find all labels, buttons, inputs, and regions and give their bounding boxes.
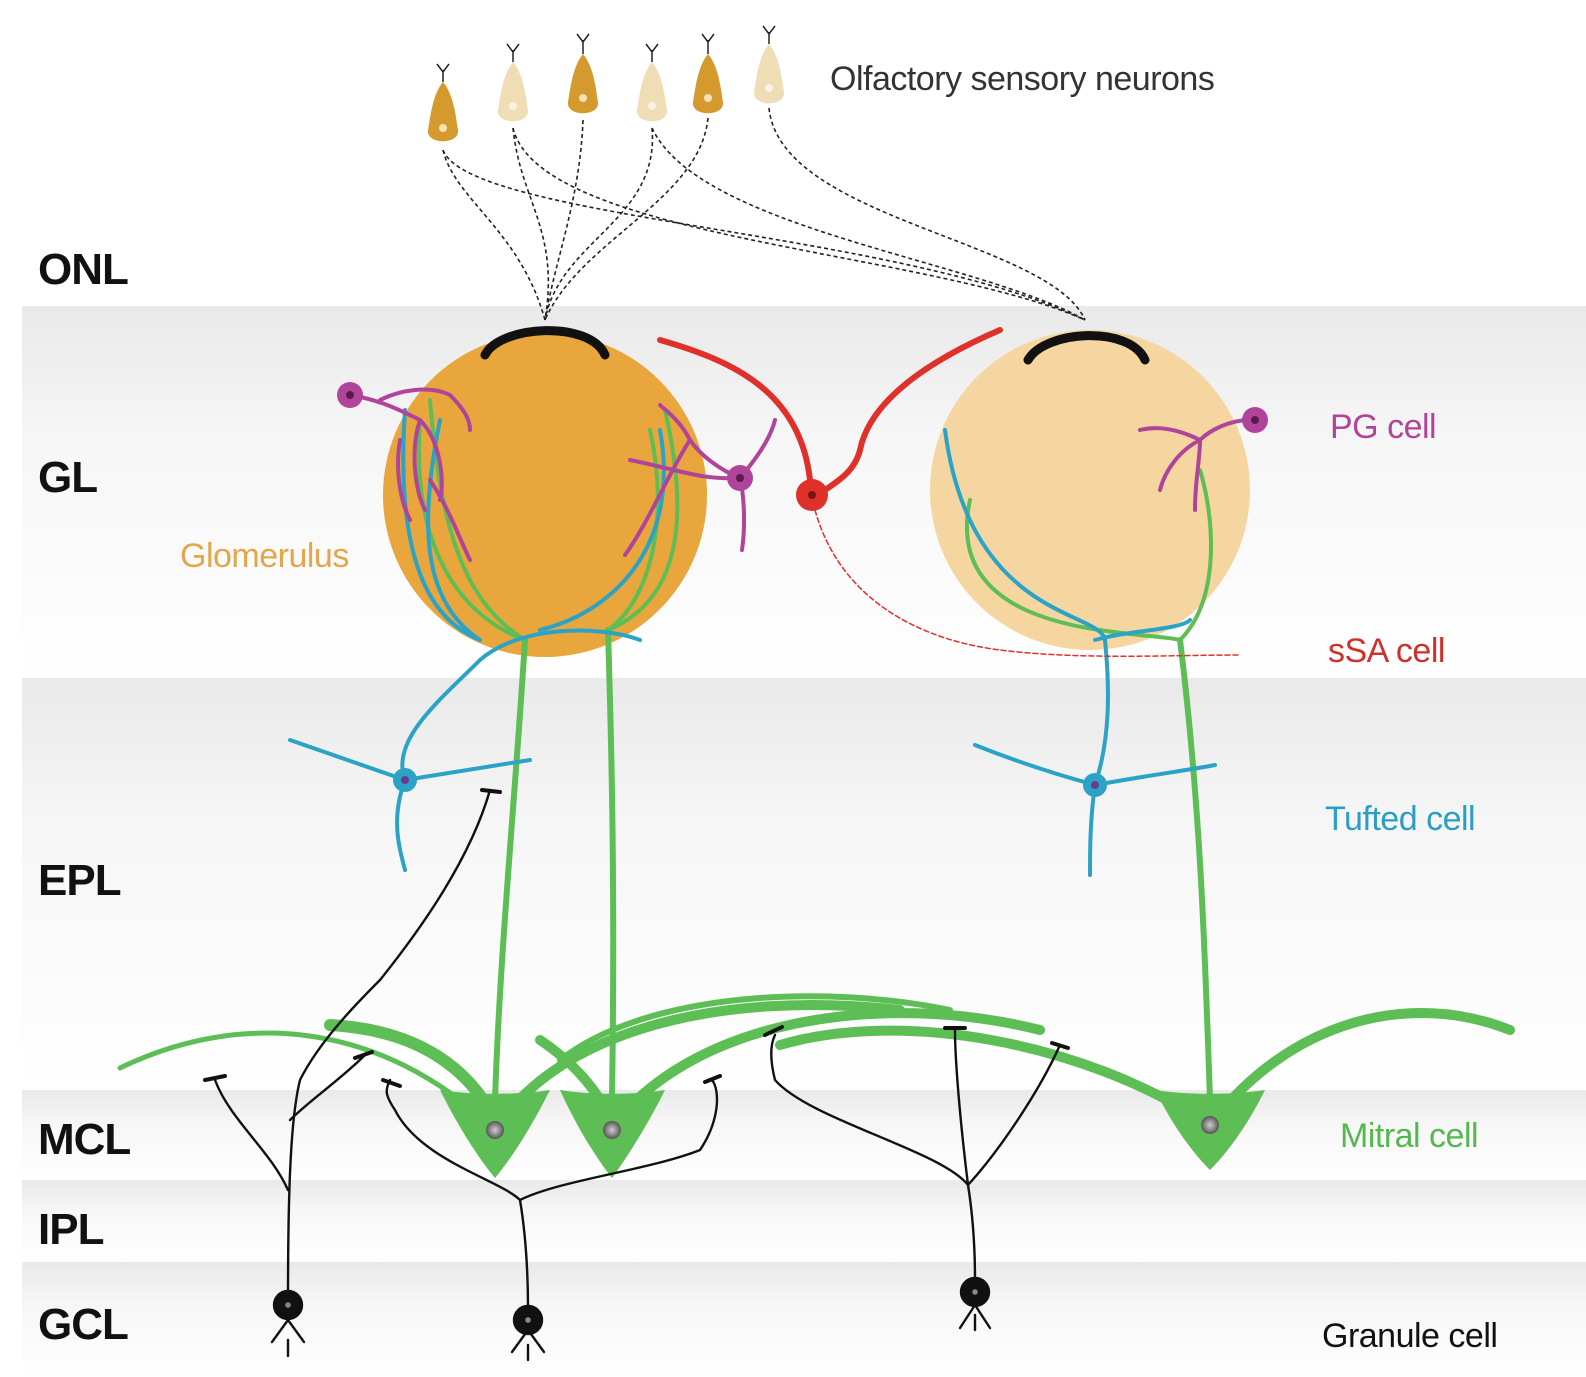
osn-title: Olfactory sensory neurons — [830, 60, 1214, 99]
osn-cell — [637, 44, 667, 121]
label-granule-cell: Granule cell — [1322, 1317, 1497, 1356]
label-glomerulus: Glomerulus — [180, 537, 349, 576]
osn-cell — [498, 44, 528, 121]
label-ssa-cell: sSA cell — [1328, 632, 1445, 671]
layer-label-epl: EPL — [38, 856, 121, 906]
osn-cell — [693, 34, 723, 113]
label-pg-cell: PG cell — [1330, 408, 1436, 447]
layer-label-onl: ONL — [38, 245, 128, 295]
label-tufted-cell: Tufted cell — [1325, 800, 1475, 839]
label-mitral-cell: Mitral cell — [1340, 1117, 1478, 1156]
layer-label-mcl: MCL — [38, 1115, 130, 1165]
layer-label-gl: GL — [38, 453, 97, 503]
osn-axons — [443, 108, 1085, 320]
ipl-band — [22, 1180, 1586, 1262]
osn-cell — [754, 26, 784, 103]
osn-cell — [568, 34, 598, 113]
osn-cell — [428, 64, 458, 141]
layer-label-ipl: IPL — [38, 1205, 103, 1255]
layer-label-gcl: GCL — [38, 1300, 128, 1350]
layer-bands — [22, 306, 1586, 1377]
